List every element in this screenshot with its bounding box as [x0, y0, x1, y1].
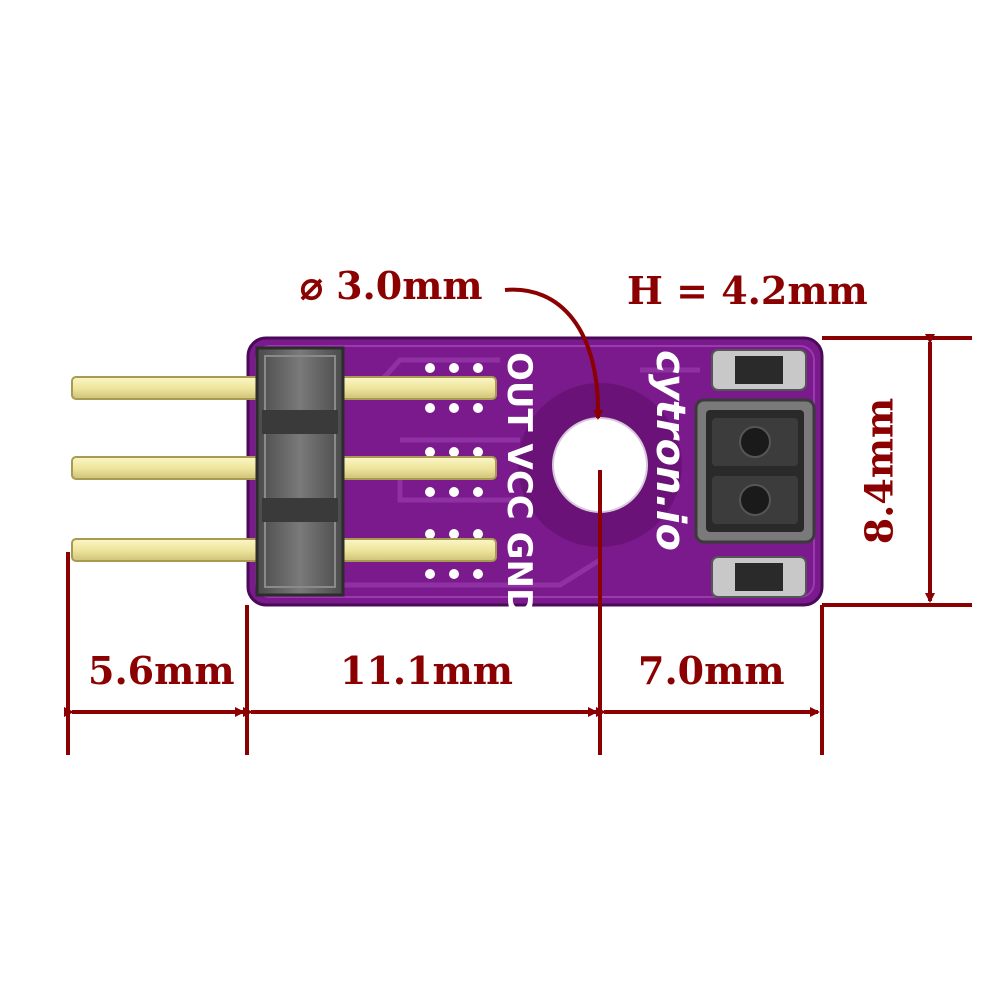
via-dot — [425, 529, 435, 539]
via-dot — [425, 447, 435, 457]
board-width-label: 8.4mm — [856, 397, 902, 545]
via-dot — [473, 487, 483, 497]
via-dot — [449, 447, 459, 457]
via-dot — [473, 529, 483, 539]
header-to-hole-label: 11.1mm — [340, 648, 513, 693]
via-grid — [425, 363, 483, 579]
hole-leader-arrow — [504, 287, 604, 420]
via-dot — [473, 403, 483, 413]
ir-sensor — [694, 398, 816, 544]
via-dot — [425, 487, 435, 497]
height-label: H = 4.2mm — [627, 268, 868, 313]
via-dot — [425, 403, 435, 413]
brand-logo: cytron.io — [647, 350, 693, 551]
header-groove — [262, 410, 338, 434]
via-dot — [449, 487, 459, 497]
via-dot — [473, 447, 483, 457]
via-dot — [449, 569, 459, 579]
pin-length-label: 5.6mm — [88, 648, 235, 693]
pin-header — [255, 346, 345, 597]
pin-labels: OUT VCC GND — [499, 352, 539, 616]
via-dot — [425, 569, 435, 579]
ir-receiver-icon — [739, 484, 771, 516]
via-dot — [449, 403, 459, 413]
header-inner — [264, 355, 336, 588]
hole-diameter-label: ⌀ 3.0mm — [300, 263, 483, 308]
via-dot — [449, 363, 459, 373]
hole-to-edge-label: 7.0mm — [638, 648, 785, 693]
header-groove — [262, 498, 338, 522]
ir-emitter-icon — [739, 426, 771, 458]
via-dot — [473, 569, 483, 579]
via-dot — [449, 529, 459, 539]
via-dot — [473, 363, 483, 373]
pcb-trace — [340, 557, 602, 588]
smd-resistor-bottom — [711, 556, 807, 598]
dimension-lines — [64, 287, 972, 755]
header-body — [255, 346, 345, 597]
smd-resistor-top — [711, 349, 807, 391]
via-dot — [425, 363, 435, 373]
